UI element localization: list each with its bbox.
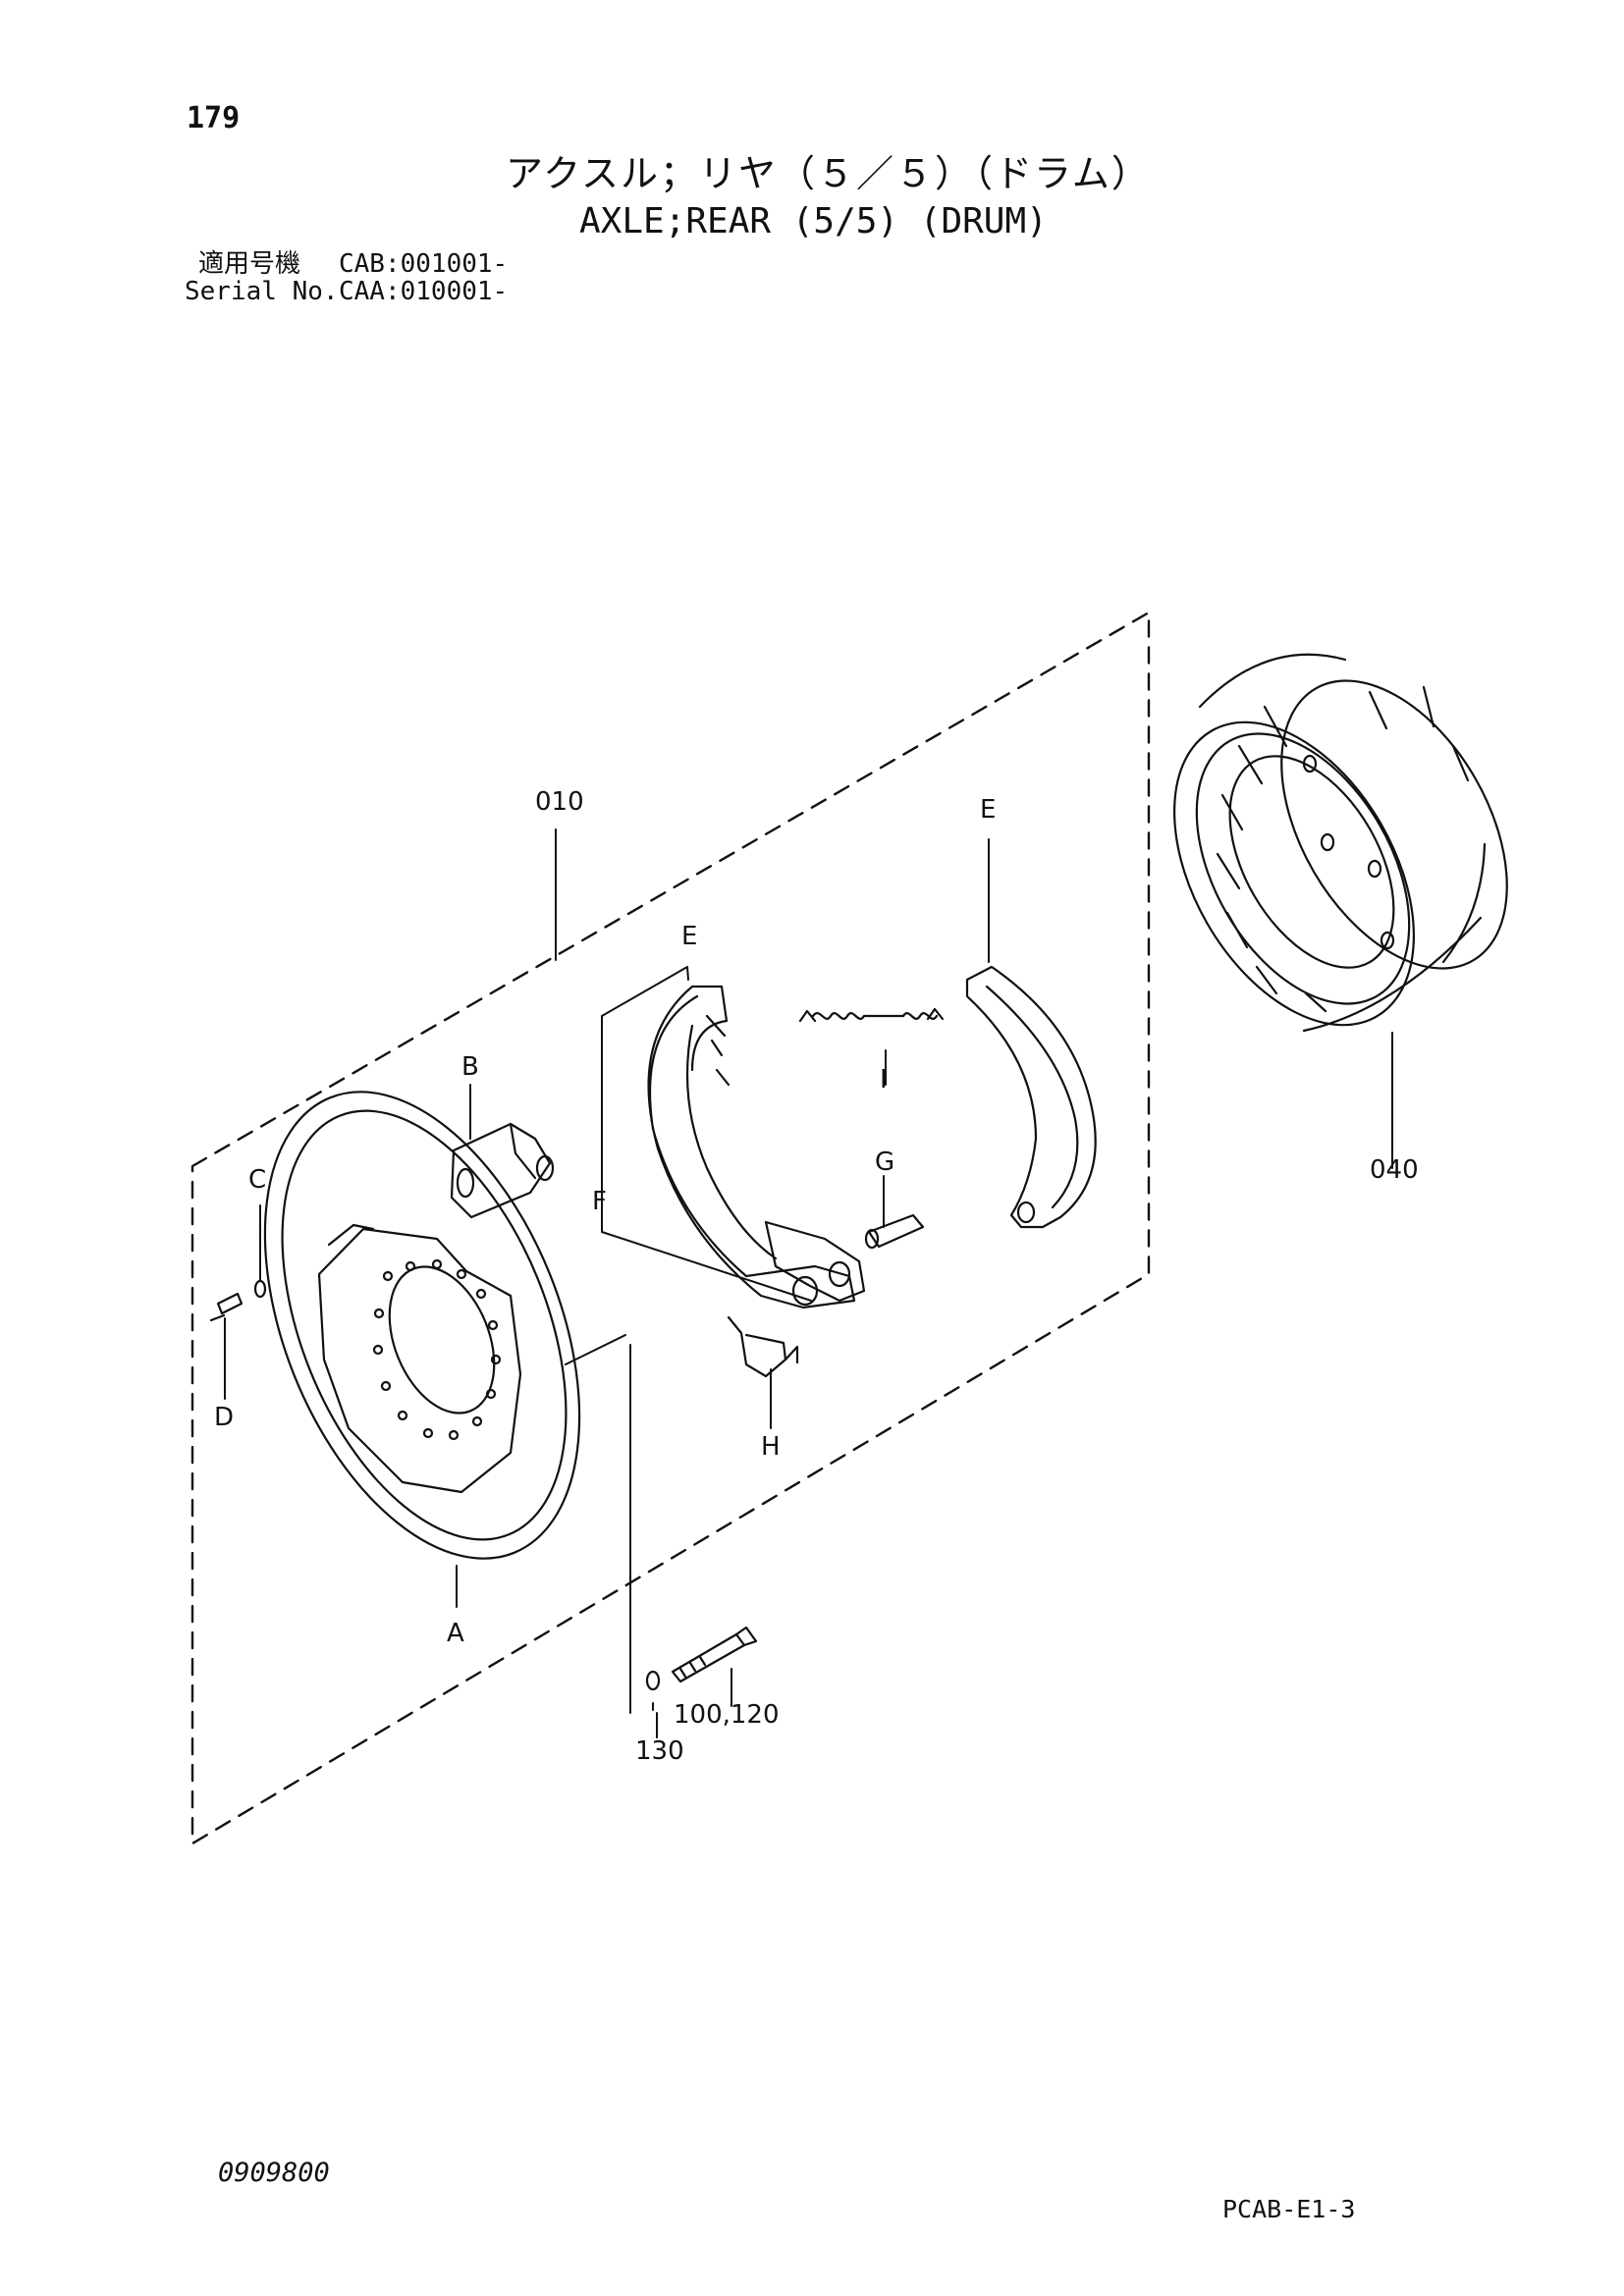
serial-range-1: CAB:001001- (339, 249, 509, 279)
backing-plate-A (263, 1091, 581, 1560)
spring-clip-H (727, 1315, 799, 1378)
callout-100-120: 100,120 (674, 1700, 780, 1730)
brake-drum-040 (1173, 653, 1508, 1033)
wheel-cylinder-B (450, 1122, 555, 1219)
brake-shoe-E-right (965, 965, 1097, 1229)
callout-H: H (761, 1432, 781, 1462)
parking-lever-F (764, 1220, 866, 1303)
washer-C (253, 1279, 267, 1299)
bolt-100-120 (671, 1626, 758, 1683)
title-english: AXLE;REAR (5/5) (DRUM) (579, 201, 1048, 241)
leader-lines (224, 828, 1393, 1738)
title-japanese: アクスル；リヤ（５／５）（ドラム） (506, 152, 1151, 195)
document-number: 0909800 (218, 2158, 330, 2188)
bolt-D (209, 1292, 244, 1322)
page-number: 179 (187, 101, 241, 135)
callout-010: 010 (535, 787, 584, 817)
callout-F: F (592, 1187, 607, 1216)
callout-E-left: E (681, 922, 697, 951)
serial-range-2: CAA:010001- (339, 277, 509, 306)
callout-G: G (875, 1148, 894, 1177)
serial-label-japanese: 適用号機 (198, 249, 301, 279)
callout-E-right: E (980, 795, 996, 825)
callout-C: C (248, 1165, 266, 1195)
page-code: PCAB-E1-3 (1222, 2195, 1356, 2223)
callout-A: A (447, 1619, 464, 1648)
callout-I: I (880, 1065, 888, 1095)
brake-shoe-E-left (647, 985, 856, 1309)
assembly-boundary (190, 611, 1151, 1845)
serial-label-english: Serial No. (185, 277, 339, 306)
washer-130 (645, 1670, 661, 1691)
callout-130: 130 (635, 1736, 684, 1766)
callout-B: B (461, 1052, 479, 1082)
callout-D: D (214, 1403, 234, 1432)
callout-040: 040 (1370, 1155, 1419, 1185)
return-spring-I (798, 1007, 945, 1023)
pin-G (864, 1213, 925, 1250)
